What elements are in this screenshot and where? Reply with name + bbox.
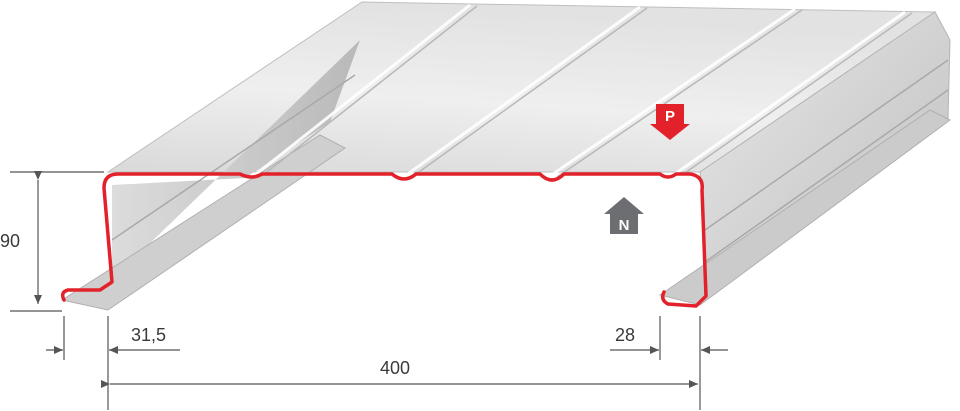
dimension-right-flange [610,316,728,410]
sheet-right-flange [658,109,951,306]
sheet-ridge-shadows [261,5,913,178]
dimension-height-label: 90 [0,231,20,251]
sheet-3d-body [60,1,951,311]
load-marker-p: P [650,104,690,140]
sheet-left-inner-wall [112,40,360,280]
dimension-left-flange [46,316,180,410]
dimension-height [10,171,104,312]
dimension-right-flange-label: 28 [615,325,635,345]
marker-n-label: N [619,217,630,234]
side-grooves [111,59,949,263]
sheet-left-flange [60,134,346,311]
sheet-ridges [254,3,906,178]
dimension-left-flange-label: 31,5 [131,325,166,345]
marker-p-label: P [665,108,675,125]
dimension-width-label: 400 [380,358,410,378]
load-marker-n: N [604,197,644,234]
profile-cross-section-outline [60,172,708,308]
